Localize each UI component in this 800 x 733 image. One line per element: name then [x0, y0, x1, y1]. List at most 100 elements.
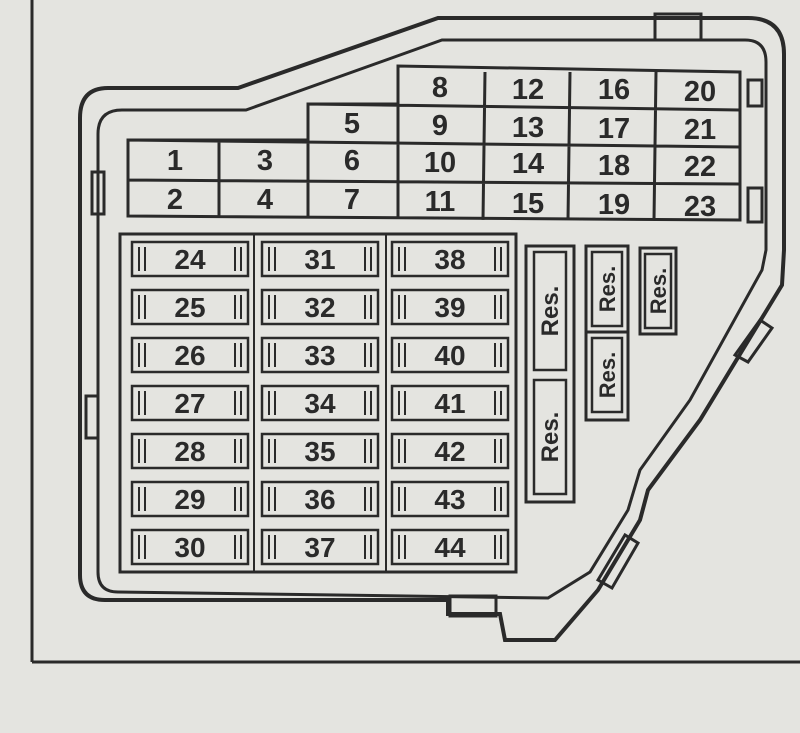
fuse-21-label: 21	[684, 114, 716, 146]
fuse-4-label: 4	[257, 184, 273, 216]
fuse-13-label: 13	[512, 112, 544, 144]
fuse-32-slot	[260, 288, 380, 326]
reserve-slot-outline	[590, 336, 624, 414]
fuse-43-slot	[390, 480, 510, 518]
fuse-44: 44	[390, 528, 510, 566]
fuse-39-slot	[390, 288, 510, 326]
fuse-36-label: 36	[304, 484, 335, 515]
reserve-label: Res.	[537, 412, 564, 463]
fuse-6-label: 6	[344, 145, 360, 177]
fuse-34-slot	[260, 384, 380, 422]
fuse-31: 31	[260, 240, 380, 278]
fuse-42-slot	[390, 432, 510, 470]
fuse-40-slot	[390, 336, 510, 374]
fuse-24: 24	[130, 240, 250, 278]
fuse-26: 26	[130, 336, 250, 374]
fuse-39: 39	[390, 288, 510, 326]
fuse-37-slot	[260, 528, 380, 566]
fuse-17-label: 17	[598, 113, 630, 145]
fuse-25: 25	[130, 288, 250, 326]
reserve-slots: Res. Res. Res. Res. Res.	[532, 250, 673, 496]
reserve-slot: Res.	[590, 336, 624, 414]
reserve-label: Res.	[595, 352, 620, 398]
fuse-41-label: 41	[434, 388, 465, 419]
reserve-slot: Res.	[532, 250, 568, 372]
fuse-14-label: 14	[512, 148, 544, 180]
fuse-35-slot	[260, 432, 380, 470]
fuse-31-slot	[260, 240, 380, 278]
fuse-40-label: 40	[434, 340, 465, 371]
fuse-26-label: 26	[174, 340, 205, 371]
fuse-11-label: 11	[425, 186, 456, 218]
reserve-slot: Res.	[590, 250, 624, 328]
reserve-label: Res.	[646, 268, 671, 314]
fuse-15-label: 15	[512, 188, 544, 220]
fuse-30-slot	[130, 528, 250, 566]
fuse-43: 43	[390, 480, 510, 518]
fuse-34-label: 34	[304, 388, 336, 419]
fuse-27-label: 27	[174, 388, 205, 419]
fuse-32: 32	[260, 288, 380, 326]
fuse-30-label: 30	[174, 532, 205, 563]
fuse-35: 35	[260, 432, 380, 470]
fuse-24-slot	[130, 240, 250, 278]
fuse-44-label: 44	[434, 532, 466, 563]
lower-fuse-panel	[118, 232, 518, 574]
fuse-25-slot	[130, 288, 250, 326]
upper-fuse-grid	[126, 64, 742, 222]
housing-tabs	[84, 12, 775, 618]
fuse-41: 41	[390, 384, 510, 422]
fuse-33-label: 33	[304, 340, 335, 371]
fuse-28-label: 28	[174, 436, 205, 467]
fuse-24-label: 24	[174, 244, 206, 275]
fuse-12-label: 12	[512, 74, 544, 106]
reserve-panel	[524, 244, 678, 504]
fuse-16-label: 16	[598, 74, 630, 106]
fuse-28-slot	[130, 432, 250, 470]
fuse-20-label: 20	[684, 76, 716, 108]
fuse-27-slot	[130, 384, 250, 422]
fuse-29-slot	[130, 480, 250, 518]
fuse-box-housing-outer	[78, 16, 786, 642]
fuse-9-label: 9	[432, 110, 448, 142]
fuse-37: 37	[260, 528, 380, 566]
fuse-35-label: 35	[304, 436, 335, 467]
fuse-33-slot	[260, 336, 380, 374]
fuse-29: 29	[130, 480, 250, 518]
fuse-7-label: 7	[344, 184, 360, 216]
fuse-31-label: 31	[304, 244, 335, 275]
fuse-18-label: 18	[598, 150, 630, 182]
fuse-8-label: 8	[432, 72, 448, 104]
fuse-44-slot	[390, 528, 510, 566]
fuse-29-label: 29	[174, 484, 205, 515]
fuse-26-slot	[130, 336, 250, 374]
fuse-25-label: 25	[174, 292, 205, 323]
fuse-36-slot	[260, 480, 380, 518]
fuse-2-label: 2	[167, 184, 183, 216]
fuse-36: 36	[260, 480, 380, 518]
fuse-10-label: 10	[424, 147, 456, 179]
fuse-32-label: 32	[304, 292, 335, 323]
fuse-41-slot	[390, 384, 510, 422]
fuse-3-label: 3	[257, 145, 273, 177]
fuse-box-housing-inner	[96, 38, 768, 600]
reserve-slot-outline	[532, 250, 568, 372]
fuse-40: 40	[390, 336, 510, 374]
fuse-39-label: 39	[434, 292, 465, 323]
fuse-43-label: 43	[434, 484, 465, 515]
reserve-label: Res.	[537, 286, 564, 337]
fuse-27: 27	[130, 384, 250, 422]
reserve-slot: Res.	[643, 252, 673, 330]
fuse-19-label: 19	[598, 189, 630, 221]
fuse-30: 30	[130, 528, 250, 566]
fuse-42: 42	[390, 432, 510, 470]
reserve-slot-outline	[590, 250, 624, 328]
fuse-37-label: 37	[304, 532, 335, 563]
fuse-38-label: 38	[434, 244, 465, 275]
fuse-33: 33	[260, 336, 380, 374]
fuse-34: 34	[260, 384, 380, 422]
fuse-28: 28	[130, 432, 250, 470]
fuse-22-label: 22	[684, 151, 716, 183]
